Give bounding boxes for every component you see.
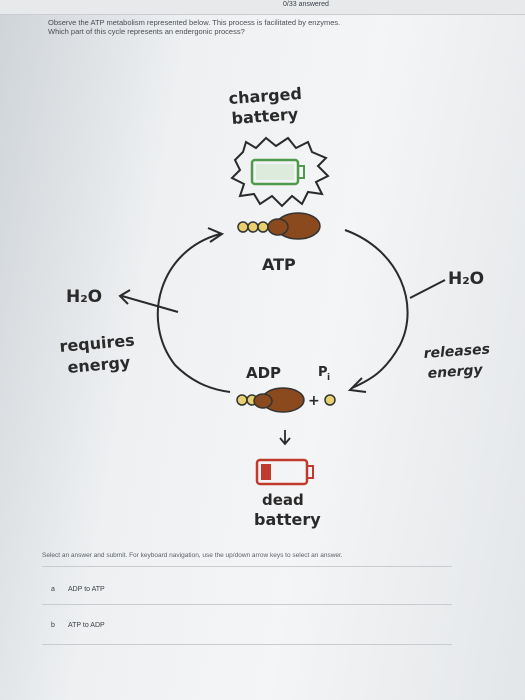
pi-subscript: i [327,373,330,383]
left-water-label: H₂O [66,287,102,307]
down-arrow [279,430,291,446]
divider [42,566,452,567]
pi-label: P [318,365,328,380]
adp-molecule-icon [236,387,305,413]
left-arc-arrowhead [207,227,225,243]
releases-energy-label: energy [427,362,484,382]
left-water-arrow [121,295,179,313]
atp-molecule-icon [237,212,321,240]
charged-battery-word: battery [231,104,299,128]
requires-energy-label: energy [67,353,132,377]
phosphate-icon [324,394,336,406]
divider [42,644,452,645]
charged-battery-icon [250,158,305,186]
answer-option-a[interactable]: a ADP to ATP [42,578,452,600]
energy-burst-icon [230,136,330,208]
right-water-arrow [409,279,446,299]
answered-count: 0/33 answered [283,1,329,8]
right-water-label: H₂O [448,269,484,289]
releases-label: releases [423,341,490,362]
dead-label: dead [262,491,304,509]
left-water-arrowhead [118,289,131,305]
right-arc-arrowhead [347,377,367,393]
adp-label: ADP [246,364,281,382]
atp-label: ATP [262,255,296,274]
plus-sign: + [308,393,320,409]
right-arc [344,229,409,389]
dead-battery-icon [255,458,314,486]
divider [42,604,452,605]
option-text: ADP to ATP [68,585,105,593]
question-text: Observe the ATP metabolism represented b… [48,18,341,36]
option-letter: b [51,621,55,629]
option-text: ATP to ADP [68,621,105,629]
instructions-text: Select an answer and submit. For keyboar… [42,552,343,559]
atp-cycle-diagram: charged battery ATP H₂O H₂O r [59,84,491,529]
answer-option-b[interactable]: b ATP to ADP [42,614,452,636]
top-bar: 0/33 answered [0,0,525,15]
dead-battery-word: battery [254,510,321,529]
option-letter: a [51,585,55,593]
left-arc [156,233,231,393]
